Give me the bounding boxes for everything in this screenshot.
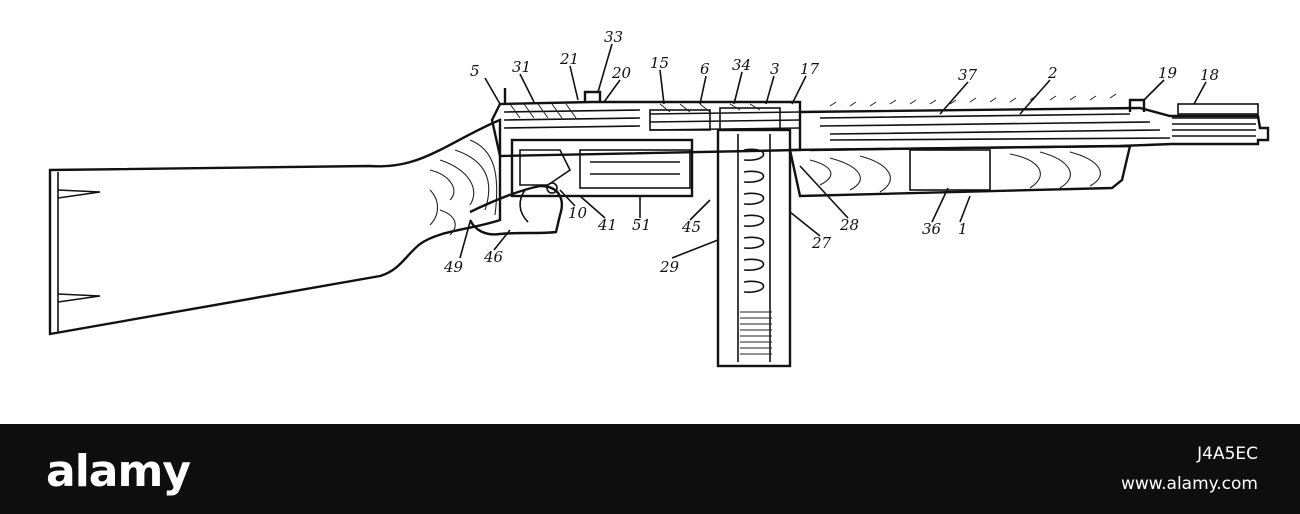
barrel xyxy=(799,93,1270,152)
leader-lines xyxy=(459,43,1207,259)
callout-label: 19 xyxy=(1158,64,1178,82)
magazine xyxy=(716,128,792,368)
callout-label: 6 xyxy=(700,60,710,78)
callout-numbers: 5 31 21 33 20 15 6 34 3 17 37 2 19 18 10… xyxy=(443,28,1219,276)
callout-label: 21 xyxy=(559,50,579,68)
callout-label: 37 xyxy=(958,66,978,84)
callout-label: 18 xyxy=(1200,66,1219,84)
callout-label: 33 xyxy=(604,28,623,46)
fore-end xyxy=(788,144,1132,198)
callout-label: 15 xyxy=(650,54,669,72)
callout-label: 2 xyxy=(1047,64,1058,82)
callout-label: 10 xyxy=(568,204,588,222)
callout-label: 20 xyxy=(611,64,632,82)
callout-label: 49 xyxy=(443,258,464,276)
action xyxy=(510,138,694,198)
brand-logo: alamy xyxy=(46,446,191,497)
callout-label: 41 xyxy=(597,216,617,234)
callout-label: 3 xyxy=(770,60,780,78)
callout-label: 17 xyxy=(800,60,820,78)
stock xyxy=(48,118,502,336)
callout-label: 45 xyxy=(681,218,701,236)
callout-label: 29 xyxy=(659,258,680,276)
callout-label: 28 xyxy=(839,216,859,234)
callout-label: 34 xyxy=(732,56,751,74)
weapon-cutaway-diagram: 5 31 21 33 20 15 6 34 3 17 37 2 19 18 10… xyxy=(48,28,1270,368)
callout-label: 31 xyxy=(512,58,531,76)
image-id-label: J4A5EC xyxy=(1197,444,1258,464)
trigger-guard xyxy=(468,184,563,236)
callout-label: 5 xyxy=(470,62,480,80)
callout-label: 46 xyxy=(483,248,504,266)
callout-label: 27 xyxy=(811,234,832,252)
receiver xyxy=(490,88,802,158)
callout-label: 51 xyxy=(632,216,651,234)
site-url-label: www.alamy.com xyxy=(1120,474,1258,494)
callout-label: 1 xyxy=(958,220,968,238)
watermark-bar: alamy J4A5EC www.alamy.com xyxy=(0,424,1300,514)
callout-label: 36 xyxy=(922,220,942,238)
